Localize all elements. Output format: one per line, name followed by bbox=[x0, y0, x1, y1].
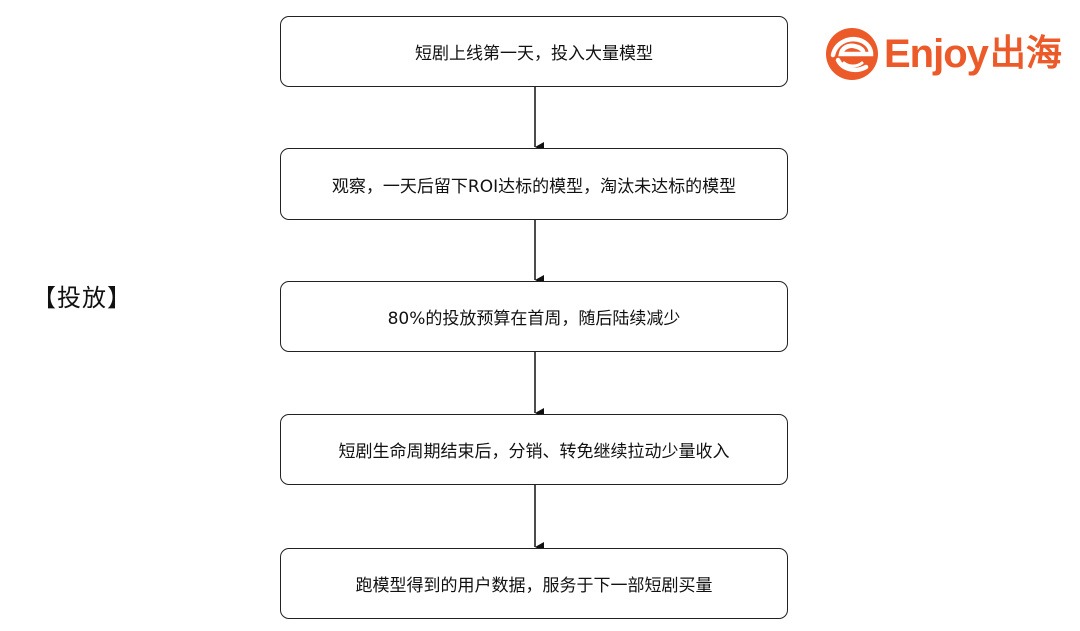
flow-step-text: 短剧生命周期结束后，分销、转免继续拉动少量收入 bbox=[338, 442, 730, 462]
flow-step-2: 观察，一天后留下ROI达标的模型，淘汰未达标的模型 bbox=[280, 148, 788, 220]
brand-logo: Enjoy 出海 bbox=[824, 26, 1062, 82]
logo-mark-icon bbox=[826, 28, 878, 80]
flow-step-text: 短剧上线第一天，投入大量模型 bbox=[415, 44, 653, 64]
flow-step-5: 跑模型得到的用户数据，服务于下一部短剧买量 bbox=[280, 548, 788, 619]
flow-step-1: 短剧上线第一天，投入大量模型 bbox=[280, 16, 788, 87]
flow-step-text: 观察，一天后留下ROI达标的模型，淘汰未达标的模型 bbox=[331, 176, 737, 197]
logo-chinese: 出海 bbox=[989, 33, 1062, 74]
flow-step-3: 80%的投放预算在首周，随后陆续减少 bbox=[280, 281, 788, 352]
logo-word: Enjoy bbox=[884, 32, 989, 76]
section-label: 【投放】 bbox=[32, 284, 132, 312]
flow-step-4: 短剧生命周期结束后，分销、转免继续拉动少量收入 bbox=[280, 414, 788, 485]
flow-step-text: 80%的投放预算在首周，随后陆续减少 bbox=[387, 309, 681, 329]
flow-step-text: 跑模型得到的用户数据，服务于下一部短剧买量 bbox=[355, 576, 713, 596]
